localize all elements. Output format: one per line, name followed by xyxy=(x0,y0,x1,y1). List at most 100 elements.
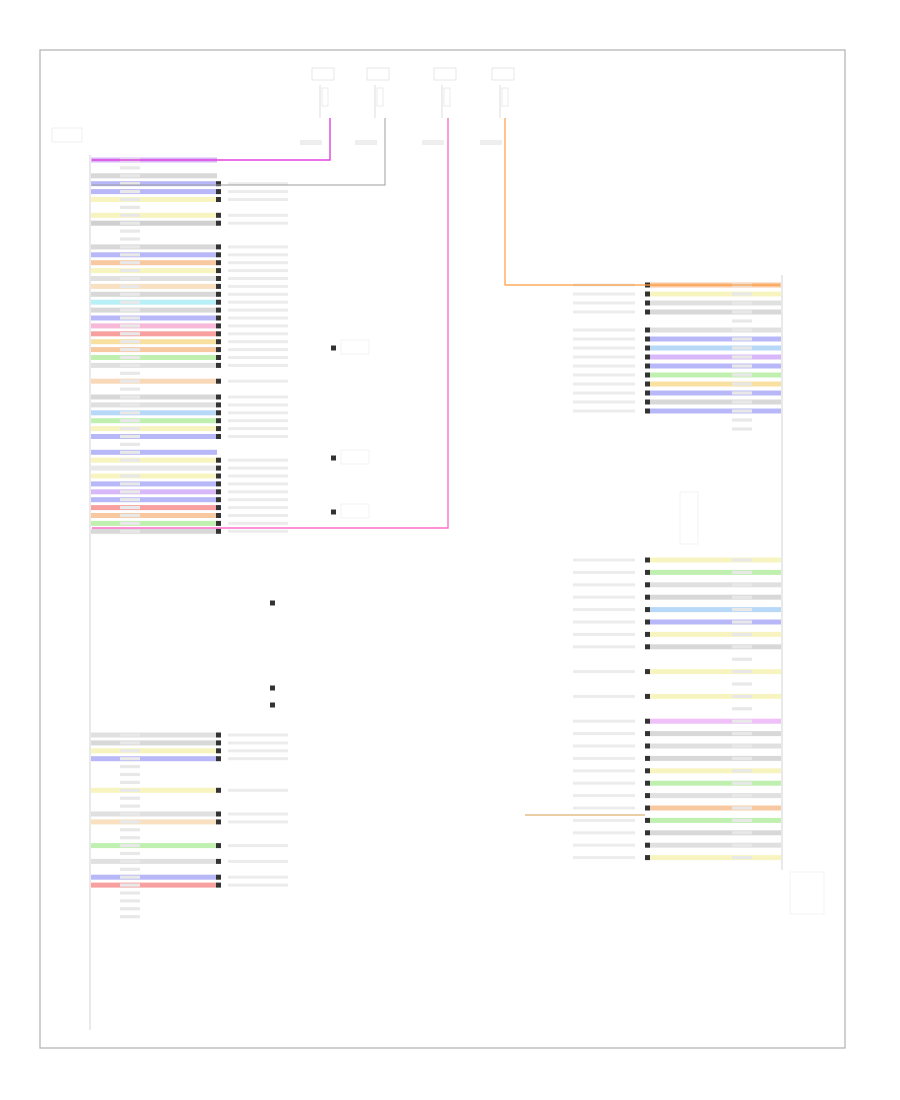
left-pin-row xyxy=(91,520,288,526)
left-pin-row xyxy=(91,882,288,888)
fuse-label-box xyxy=(433,67,457,81)
wire-code xyxy=(732,364,752,368)
destination-label xyxy=(228,733,288,737)
right-pin-row xyxy=(573,718,781,724)
destination-label xyxy=(228,859,288,863)
wire-segment xyxy=(91,803,217,809)
wire-segment xyxy=(91,756,217,762)
wire-code xyxy=(120,355,140,360)
wire-code xyxy=(120,442,140,446)
wire-code xyxy=(120,166,140,170)
wire-code xyxy=(120,419,140,423)
wire-code xyxy=(120,796,140,800)
wire-code xyxy=(732,391,752,395)
power-source xyxy=(480,67,515,145)
wire-code xyxy=(120,340,140,344)
wire-segment xyxy=(91,204,217,210)
wire-code xyxy=(732,756,752,760)
splice-connector xyxy=(216,220,221,226)
wire-code xyxy=(120,828,140,832)
splice-connector xyxy=(216,315,221,321)
wire-code xyxy=(120,261,140,265)
wire-code xyxy=(120,182,140,186)
wire-segment xyxy=(649,408,781,414)
destination-label xyxy=(573,583,635,587)
destination-label xyxy=(228,332,288,336)
left-pin-row xyxy=(91,914,217,920)
right-pin-row xyxy=(573,669,781,675)
wire-segment xyxy=(649,743,781,749)
splice-connector xyxy=(645,693,650,699)
splice-connector xyxy=(645,718,650,724)
left-pin-row xyxy=(91,173,217,179)
destination-label xyxy=(228,875,288,879)
right-pin-row xyxy=(573,731,781,737)
fuse-label-box xyxy=(366,67,390,81)
wire-segment xyxy=(91,260,217,266)
wire-segment xyxy=(91,386,217,392)
right-pin-row xyxy=(573,619,781,625)
wire-code xyxy=(120,820,140,824)
left-pin-row xyxy=(91,449,217,455)
wire-code xyxy=(120,213,140,217)
wire-segment xyxy=(91,866,217,872)
wire-segment xyxy=(91,402,217,408)
destination-label xyxy=(228,182,288,186)
wire-tag xyxy=(422,140,444,145)
destination-label xyxy=(573,732,635,736)
splice-connector xyxy=(645,805,650,811)
left-pin-row xyxy=(91,764,217,770)
destination-label xyxy=(573,608,635,612)
splice-connector xyxy=(216,418,221,424)
right-pin-row xyxy=(573,381,781,387)
splice-connector xyxy=(216,528,221,534)
junction-connector xyxy=(270,685,275,691)
wire-segment xyxy=(91,189,217,195)
left-pin-row xyxy=(91,268,288,274)
wire-code xyxy=(732,292,752,296)
wire-code xyxy=(732,843,752,847)
splice-connector xyxy=(645,619,650,625)
left-pin-row xyxy=(91,906,217,912)
wire-code xyxy=(732,346,752,350)
wire-segment xyxy=(91,449,217,455)
left-pin-row xyxy=(91,851,217,856)
wire-code xyxy=(732,319,752,323)
wire-code xyxy=(120,403,140,407)
left-pin-row xyxy=(91,252,288,258)
wire-tag xyxy=(480,140,502,145)
splice-connector xyxy=(216,331,221,337)
wire-code xyxy=(120,859,140,863)
wire-code xyxy=(120,284,140,288)
destination-label xyxy=(228,474,288,478)
wire-code xyxy=(120,387,140,391)
wire-segment xyxy=(91,481,217,487)
splice-connector xyxy=(645,345,650,351)
right-pin-row xyxy=(573,309,781,315)
splice-connector xyxy=(216,426,221,432)
right-pin-row xyxy=(649,706,781,712)
right-pin-row xyxy=(573,557,781,563)
left-pin-row xyxy=(91,204,217,210)
power-sources xyxy=(300,67,515,145)
left-pin-row xyxy=(91,874,288,880)
wire-segment xyxy=(91,740,217,746)
destination-label xyxy=(573,373,635,377)
right-pin-row xyxy=(573,755,781,761)
destination-label xyxy=(573,328,635,332)
splice-connector xyxy=(645,830,650,836)
left-pin-row xyxy=(91,787,288,793)
wire-code xyxy=(120,844,140,848)
wire-code xyxy=(120,749,140,753)
wire-segment xyxy=(91,339,217,345)
splice-connector xyxy=(216,189,221,195)
destination-label xyxy=(228,348,288,352)
splice-connector xyxy=(216,858,221,864)
wire-segment xyxy=(91,426,217,432)
right-pin-row xyxy=(573,582,781,588)
wire-segment xyxy=(649,718,781,724)
splice-connector xyxy=(645,855,650,861)
wire-code xyxy=(120,899,140,903)
destination-label xyxy=(573,806,635,810)
fuse-label-box xyxy=(491,67,515,81)
